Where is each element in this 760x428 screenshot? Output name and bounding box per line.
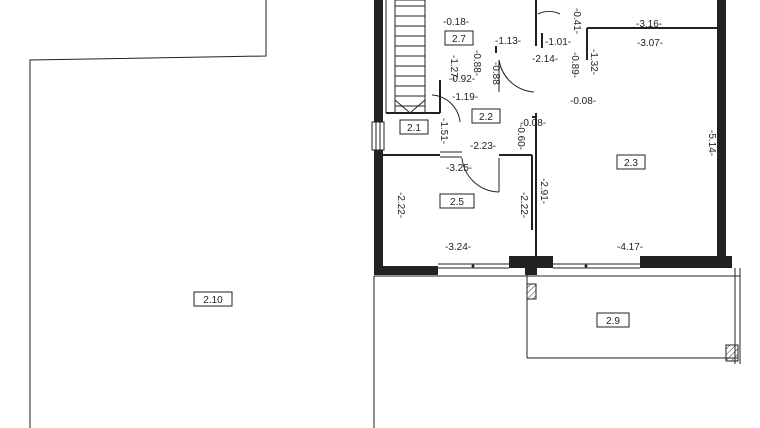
staircase — [385, 0, 426, 114]
dimension-label: -0.88- — [471, 50, 482, 76]
dimension-label: -3.07- — [637, 38, 663, 49]
dimension-label: -0.88 — [490, 62, 501, 85]
room-label-2-7: 2.7 — [452, 34, 466, 45]
dimension-label: -0.41- — [571, 8, 582, 34]
dimension-label: -1.13- — [495, 36, 521, 47]
room-label-2-2: 2.2 — [479, 112, 493, 123]
dimension-label: -5.14- — [706, 130, 717, 156]
dimension-label: -0.60- — [515, 124, 526, 150]
door-swings — [431, 11, 561, 193]
dimension-label: -1.19- — [452, 92, 478, 103]
dimension-label: -3.25- — [446, 163, 472, 174]
dimension-label: -2.22- — [395, 192, 406, 218]
dimension-label: -2.91- — [538, 178, 549, 204]
dimension-label: -0.18- — [443, 17, 469, 28]
dimension-label: -2.22- — [518, 192, 529, 218]
dimension-label: -0.92- — [449, 74, 475, 85]
dimension-label: -3.16- — [636, 19, 662, 30]
dimension-label: -0.08- — [520, 118, 546, 129]
dimension-label: -2.23- — [470, 141, 496, 152]
dimension-label: -1.27- — [448, 55, 459, 81]
room-label-2-9: 2.9 — [606, 316, 620, 327]
dimension-label: -2.14- — [532, 54, 558, 65]
dimension-label: -3.24- — [445, 242, 471, 253]
dimension-label: -4.17- — [617, 242, 643, 253]
room-label-2-3: 2.3 — [624, 158, 638, 169]
dimension-label: -0.08- — [570, 96, 596, 107]
hatched-columns — [526, 283, 739, 362]
room-label-2-10: 2.10 — [203, 295, 223, 306]
dimension-label: -1.01- — [545, 37, 571, 48]
dimension-label: -1.32- — [588, 49, 599, 75]
plot-outline — [29, 0, 740, 428]
dimension-label: -0.89- — [569, 52, 580, 78]
dimension-label: -1.51- — [438, 118, 449, 144]
openings — [371, 121, 640, 269]
exterior-walls — [374, 0, 732, 275]
terrace-outline — [526, 268, 741, 364]
room-label-2-1: 2.1 — [407, 123, 421, 134]
room-labels — [193, 30, 646, 328]
room-label-2-5: 2.5 — [450, 197, 464, 208]
